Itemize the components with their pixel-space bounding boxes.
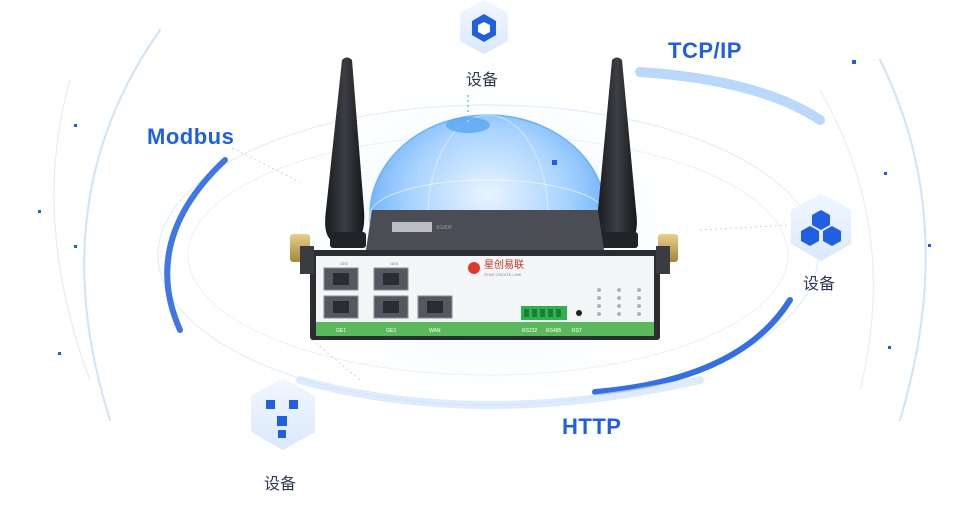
router-brand: 星创易联	[484, 258, 524, 271]
device-bottom-left-hex	[251, 378, 315, 450]
router-brand-sub: STAR CREATE LINK	[484, 272, 522, 277]
protocol-label-tcpip: TCP/IP	[668, 38, 742, 63]
right-antenna	[597, 57, 638, 248]
brand-logo-icon	[468, 262, 480, 274]
left-antenna	[325, 57, 366, 248]
router-device: 星创易联 STAR CREATE LINK	[290, 57, 678, 340]
cubes-network-icon	[266, 400, 298, 438]
device-label-bottom-left: 设备	[264, 474, 297, 493]
cubes-cluster-icon	[801, 210, 841, 246]
protocol-label-http: HTTP	[562, 414, 622, 439]
status-leds	[597, 288, 641, 316]
port-label-ge2: GE2	[340, 261, 349, 266]
cube-icon	[472, 14, 496, 42]
port-label-ge3: GE3	[386, 328, 396, 334]
port-label-rst: RST	[572, 328, 582, 334]
reset-button	[576, 310, 582, 316]
terminal-block	[521, 306, 567, 320]
port-label-rs232: RS232	[522, 328, 538, 334]
port-label-ge4: GE4	[390, 261, 399, 266]
port-label-wan: WAN	[429, 328, 441, 334]
signal-arcs	[164, 67, 825, 409]
device-label-right: 设备	[803, 274, 836, 293]
device-label-top: 设备	[466, 70, 499, 89]
protocol-label-modbus: Modbus	[147, 124, 235, 149]
port-label-ge1: GE1	[336, 328, 346, 334]
device-right-hex	[791, 193, 851, 261]
port-label-rs485: RS485	[546, 328, 562, 334]
sparkle-dots	[38, 60, 931, 355]
device-top-hex	[460, 0, 508, 54]
router-model: SG800	[436, 225, 452, 231]
connection-lines	[231, 147, 791, 381]
